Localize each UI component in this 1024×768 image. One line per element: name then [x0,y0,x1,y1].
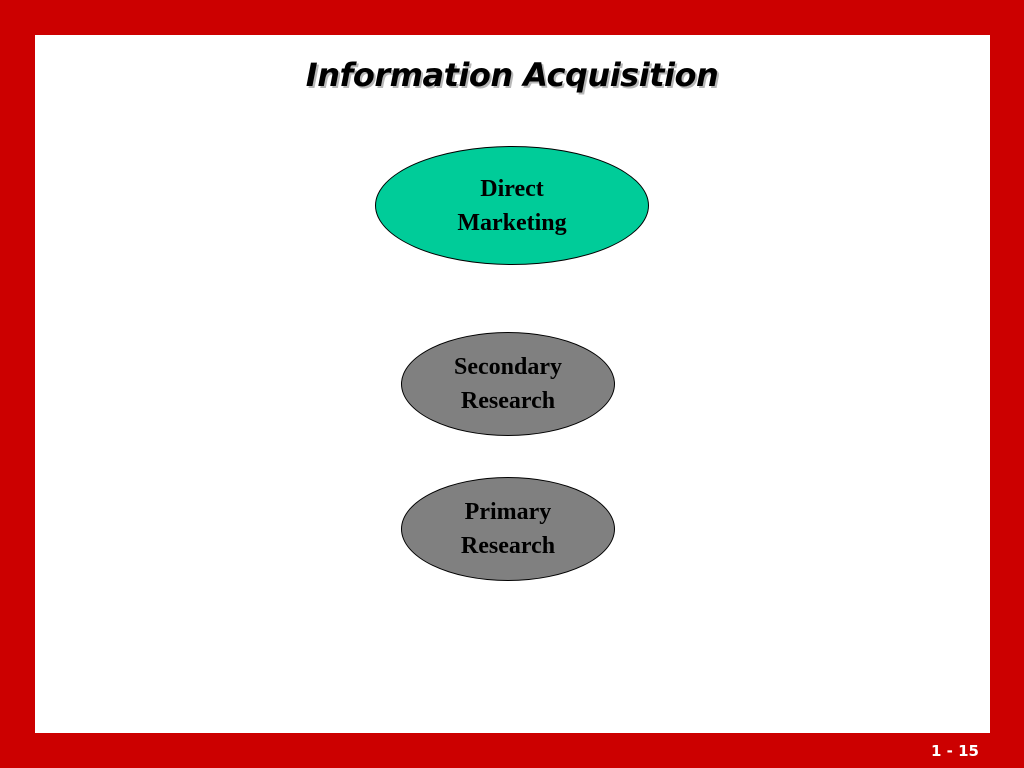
node-primary-research: Primary Research [401,477,615,581]
node-label-line1: Direct [480,175,544,202]
node-label-line2: Research [460,533,556,559]
node-label-line2: Research [460,388,556,414]
node-label: Primary Research [461,495,555,563]
node-label-line1: Primary [464,499,552,525]
slide-number: 1 - 15 [931,742,979,760]
slide-title: Information Acquisition [305,56,719,94]
node-label-line2: Marketing [457,209,567,236]
node-label-line1: Secondary [454,354,562,380]
node-label: Secondary Research [454,350,562,418]
node-secondary-research: Secondary Research [401,332,615,436]
node-label: Direct Marketing [457,172,566,240]
node-direct-marketing: Direct Marketing [375,146,649,265]
